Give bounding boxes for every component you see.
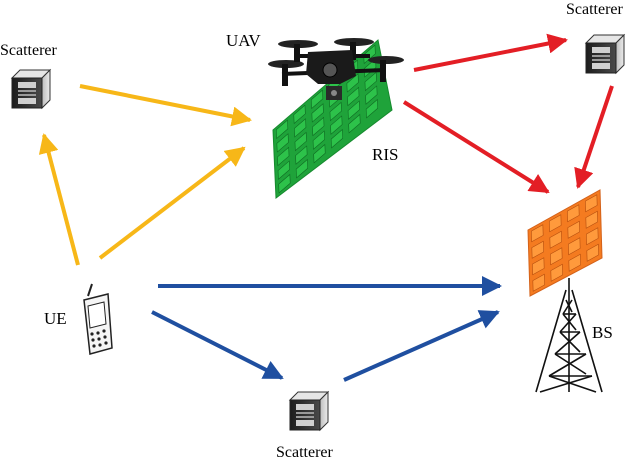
- panel-element: [364, 71, 377, 92]
- panel-element: [312, 130, 325, 150]
- server-cube-icon: [289, 391, 329, 431]
- panel-element: [550, 263, 563, 282]
- panel-element: [295, 158, 309, 179]
- scatterer-top-right: Scatterer: [566, 1, 625, 74]
- ris-to-bs-paths: [402, 33, 614, 194]
- panel-element: [531, 224, 544, 243]
- ue-to-ris-paths: [38, 84, 252, 266]
- panel-element: [585, 210, 598, 229]
- arrow-scatterer-top-right-to-bs: [574, 85, 614, 189]
- panel-element: [532, 273, 545, 292]
- ue-label: UE: [44, 309, 67, 328]
- panel-element: [294, 118, 307, 138]
- panel-element: [312, 116, 325, 137]
- panel-element: [567, 204, 580, 223]
- panel-element: [293, 104, 306, 125]
- server-cube-icon: [585, 34, 625, 74]
- panel-element: [276, 133, 289, 153]
- base-station: BS: [527, 189, 613, 393]
- scatterer-left: Scatterer: [0, 42, 58, 109]
- arrow-ue-to-ris: [98, 146, 246, 260]
- panel-element: [585, 194, 598, 213]
- arrow-ris-to-scatterer-top-right: [413, 33, 568, 72]
- scatterer-bottom-label: Scatterer: [276, 444, 334, 461]
- user-equipment: UE: [44, 283, 113, 355]
- panel-element: [329, 101, 342, 122]
- panel-element: [277, 146, 290, 167]
- uav: UAV: [226, 31, 404, 100]
- arrow-ue-to-scatterer-bottom: [151, 310, 284, 380]
- bs-label: BS: [592, 323, 613, 342]
- panel-element: [550, 247, 563, 266]
- panel-element: [347, 100, 360, 120]
- panel-element: [567, 220, 580, 239]
- panel-element: [549, 214, 562, 233]
- panel-element: [586, 227, 599, 246]
- panel-element: [310, 89, 324, 110]
- scatterer-top-right-label: Scatterer: [566, 1, 624, 18]
- arrow-ue-to-scatterer-left: [38, 133, 80, 266]
- panel-element: [568, 237, 581, 256]
- arrow-scatterer-left-to-ris: [79, 84, 252, 127]
- arrow-ris-to-bs: [402, 100, 550, 194]
- panel-element: [275, 119, 289, 140]
- panel-element: [313, 143, 326, 164]
- panel-element: [295, 145, 308, 165]
- panel-element: [294, 131, 307, 152]
- panel-element: [330, 115, 343, 135]
- mobile-phone-icon: [83, 283, 113, 355]
- panel-element: [348, 113, 361, 134]
- panel-element: [277, 160, 290, 180]
- lattice-tower-icon: [535, 278, 603, 393]
- panel-element: [330, 128, 344, 149]
- scatterer-bottom: Scatterer: [276, 391, 334, 461]
- panel-element: [532, 257, 545, 276]
- ue-to-bs-paths: [151, 276, 502, 382]
- arrow-scatterer-bottom-to-bs: [343, 310, 500, 382]
- uav-label: UAV: [226, 31, 261, 50]
- panel-element: [568, 253, 581, 272]
- ris-label: RIS: [372, 145, 398, 164]
- panel-element: [531, 240, 544, 259]
- panel-element: [311, 103, 324, 123]
- panel-element: [549, 230, 562, 249]
- drone-icon: [268, 38, 404, 100]
- panel-element: [365, 98, 379, 119]
- bs-antenna-elements: [531, 194, 599, 292]
- panel-element: [278, 173, 291, 194]
- panel-element: [586, 243, 599, 262]
- scatterer-left-label: Scatterer: [0, 42, 58, 59]
- panel-element: [347, 86, 360, 107]
- panel-element: [365, 85, 378, 105]
- panel-element: [346, 73, 359, 93]
- server-cube-icon: [11, 69, 51, 109]
